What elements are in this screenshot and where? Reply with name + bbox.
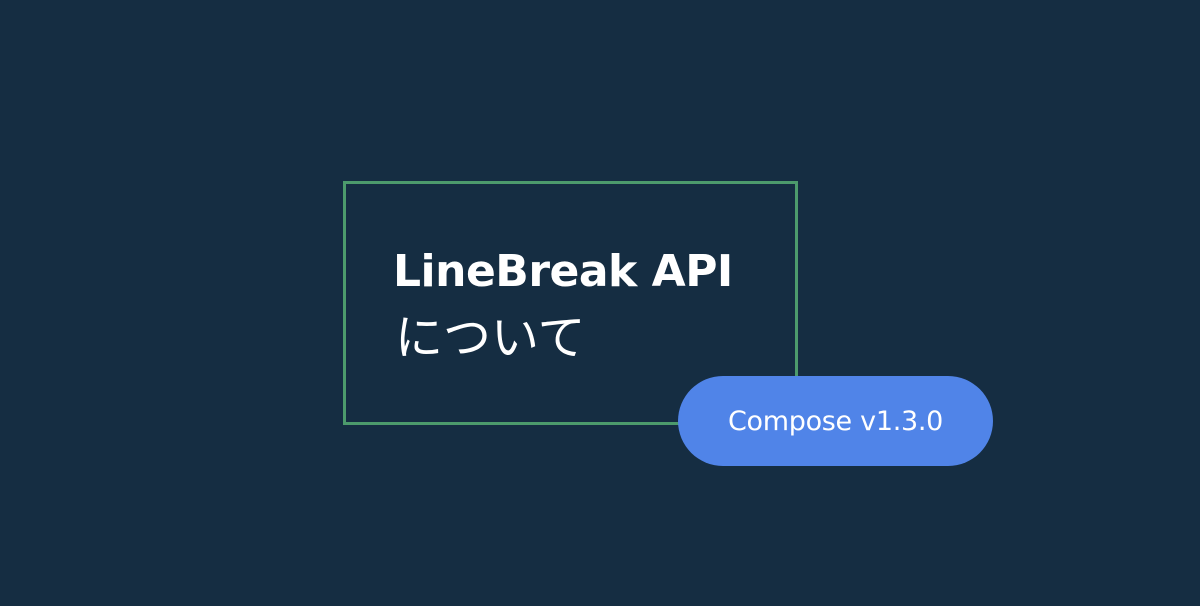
title: LineBreak API <box>393 246 733 297</box>
title-frame <box>343 181 798 425</box>
version-badge: Compose v1.3.0 <box>678 376 993 466</box>
version-badge-label: Compose v1.3.0 <box>727 405 944 437</box>
subtitle: について <box>395 310 586 366</box>
